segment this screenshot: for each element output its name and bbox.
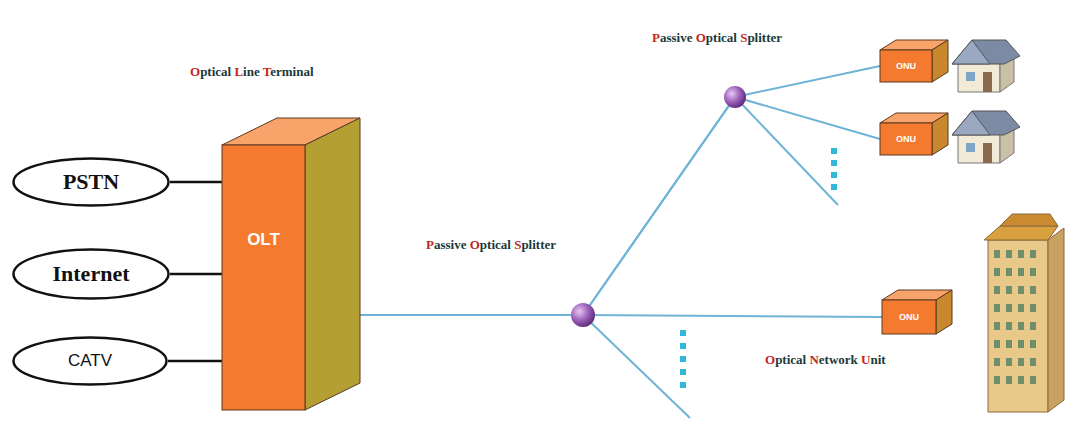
word-rest: etwork (819, 352, 858, 367)
service-link (170, 181, 222, 184)
component-label: Passive Optical Splitter (426, 237, 556, 253)
initial-letter: O (190, 64, 200, 79)
continuation-dots (680, 148, 837, 388)
splitter-dot (571, 303, 595, 327)
service-link (170, 273, 222, 276)
initial-letter: P (426, 237, 434, 252)
service-name: CATV (68, 351, 112, 371)
component-label: Passive Optical Splitter (652, 30, 782, 46)
component-label: Optical Network Unit (765, 352, 886, 368)
service-name: PSTN (63, 169, 119, 195)
fiber-branch (735, 97, 838, 205)
initial-letter: U (861, 352, 870, 367)
service-ellipse: Internet (12, 248, 170, 300)
initial-letter: O (470, 237, 480, 252)
initial-letter: O (765, 352, 775, 367)
fiber-link (354, 66, 880, 315)
onu-name: ONU (882, 312, 936, 322)
cabinet-shape (222, 118, 360, 410)
initial-letter: T (263, 64, 270, 79)
word-rest: ptical (200, 64, 231, 79)
word-rest: erminal (270, 64, 313, 79)
onu-box: ONU (880, 113, 948, 155)
service-name: Internet (53, 261, 130, 287)
onu-box: ONU (882, 290, 952, 334)
fiber-link (354, 97, 880, 315)
word-rest: plitter (747, 30, 782, 45)
house-icon (952, 40, 1020, 92)
fiber-branch (583, 315, 690, 418)
initial-letter: O (696, 30, 706, 45)
word-rest: assive (660, 30, 693, 45)
word-rest: ine (243, 64, 260, 79)
initial-letter: N (809, 352, 818, 367)
initial-letter: S (740, 30, 747, 45)
word-rest: ptical (480, 237, 511, 252)
olt-name: OLT (222, 230, 305, 250)
building-icon (984, 214, 1064, 412)
word-rest: nit (870, 352, 885, 367)
initial-letter: P (652, 30, 660, 45)
house-icon (952, 111, 1020, 163)
word-rest: ptical (775, 352, 806, 367)
word-rest: plitter (521, 237, 556, 252)
word-rest: assive (434, 237, 467, 252)
splitter-dot (724, 86, 746, 108)
initial-letter: L (234, 64, 243, 79)
onu-name: ONU (880, 61, 932, 71)
onu-box: ONU (880, 40, 948, 82)
initial-letter: S (514, 237, 521, 252)
service-ellipse: CATV (12, 336, 168, 386)
component-label: Optical Line Terminal (190, 64, 314, 80)
service-ellipse: PSTN (12, 157, 170, 207)
onu-name: ONU (880, 134, 932, 144)
word-rest: ptical (706, 30, 737, 45)
fiber-link (354, 315, 882, 317)
olt-cabinet: OLT (222, 118, 360, 410)
service-link (168, 360, 222, 363)
